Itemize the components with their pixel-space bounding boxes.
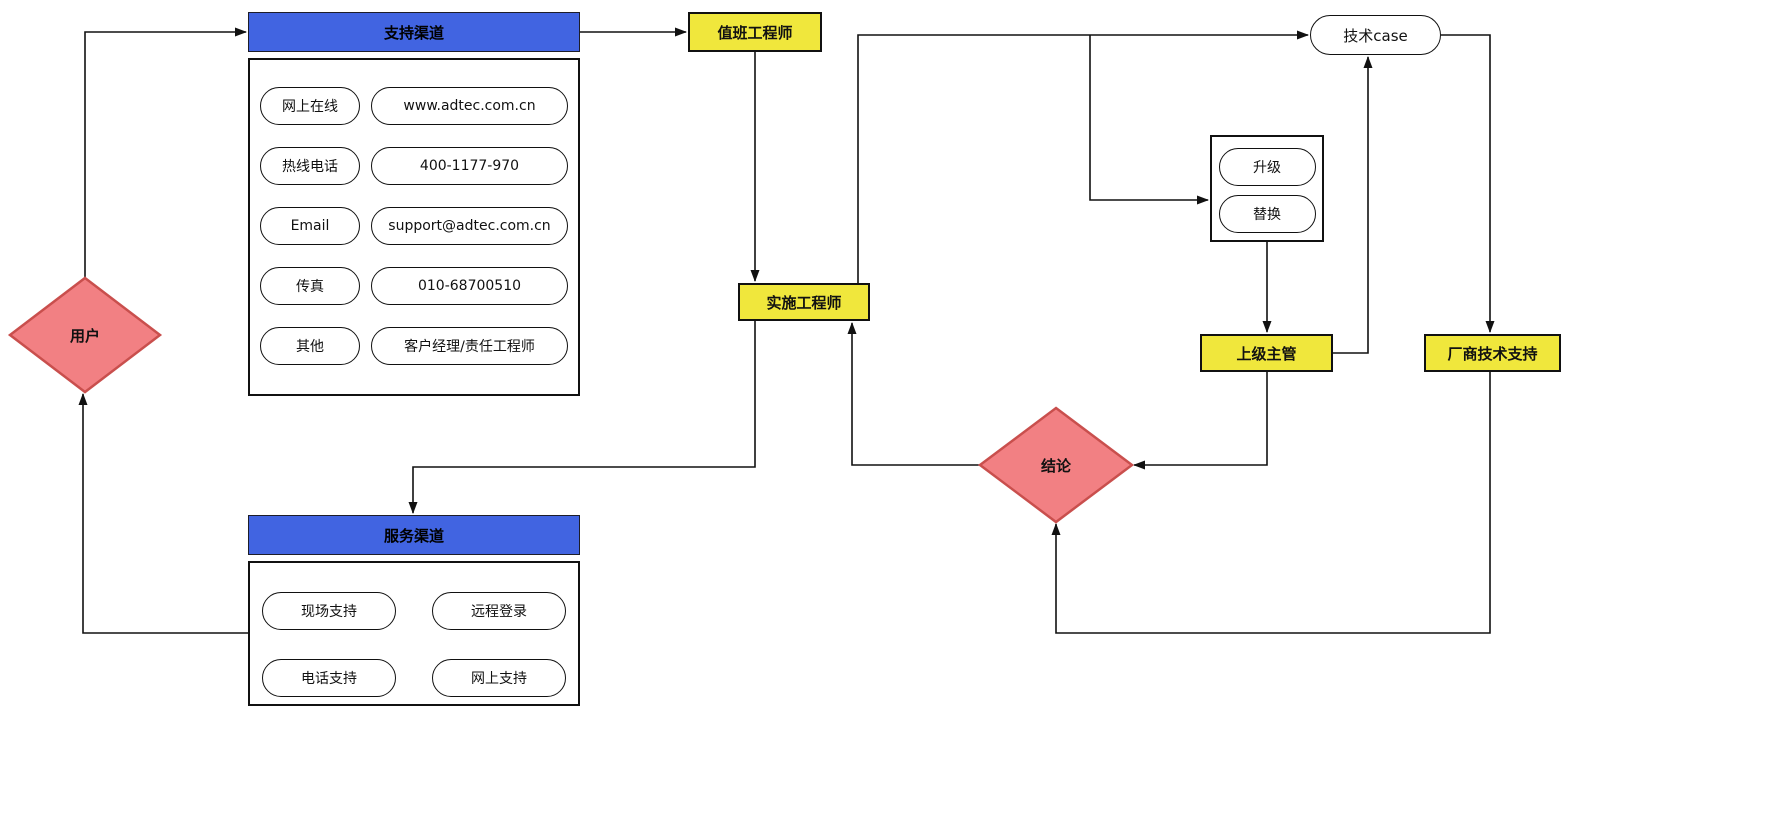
conclusion-node: 结论 <box>1040 456 1071 475</box>
vendor-support-node: 厂商技术支持 <box>1424 334 1561 372</box>
arrow-user-to-support <box>84 27 247 278</box>
channel-value-pill: 客户经理/责任工程师 <box>371 327 568 365</box>
escalation-option-pill: 升级 <box>1218 148 1316 186</box>
arrow-manager-to-conclusion <box>1133 372 1268 470</box>
service-item-pill: 现场支持 <box>262 592 396 630</box>
arrow-techcase-to-vendor <box>1441 34 1495 333</box>
support-row: 其他 客户经理/责任工程师 <box>260 327 568 365</box>
support-row: Email support@adtec.com.cn <box>260 207 568 245</box>
channel-type-pill: 网上在线 <box>260 87 360 125</box>
duty-engineer-node: 值班工程师 <box>688 12 822 52</box>
channel-type-pill: Email <box>260 207 360 245</box>
arrow-service-to-user <box>78 393 248 634</box>
user-diamond <box>7 276 163 394</box>
tech-case-node: 技术case <box>1310 15 1441 55</box>
arrow-impl-to-service <box>408 321 756 514</box>
channel-value-pill: 400-1177-970 <box>371 147 568 185</box>
support-row: 传真 010-68700510 <box>260 267 568 305</box>
service-item-pill: 网上支持 <box>432 658 566 697</box>
service-item-pill: 远程登录 <box>432 592 566 630</box>
arrow-vendor-to-conclusion <box>1051 372 1491 634</box>
channel-value-pill: support@adtec.com.cn <box>371 207 568 245</box>
service-item-pill: 电话支持 <box>262 658 396 697</box>
arrow-manager-to-techcase <box>1333 56 1373 354</box>
implementation-engineer-node: 实施工程师 <box>738 283 870 321</box>
escalation-option-pill: 替换 <box>1218 195 1316 233</box>
channel-type-pill: 传真 <box>260 267 360 305</box>
support-channel-box: 网上在线 www.adtec.com.cn 热线电话 400-1177-970 … <box>248 58 580 396</box>
channel-value-pill: 010-68700510 <box>371 267 568 305</box>
channel-type-pill: 热线电话 <box>260 147 360 185</box>
escalation-box: 升级 替换 <box>1210 135 1324 242</box>
support-channel-header: 支持渠道 <box>248 12 580 52</box>
arrow-branch-to-escalation <box>1089 35 1209 205</box>
channel-value-pill: www.adtec.com.cn <box>371 87 568 125</box>
service-channel-header: 服务渠道 <box>248 515 580 555</box>
conclusion-diamond <box>977 406 1135 524</box>
arrow-impl-to-techcase <box>857 30 1309 283</box>
user-node: 用户 <box>69 326 100 345</box>
arrow-conclusion-to-impl <box>847 322 980 466</box>
support-row: 网上在线 www.adtec.com.cn <box>260 87 568 125</box>
service-channel-box: 现场支持 远程登录 电话支持 网上支持 <box>248 561 580 706</box>
superior-manager-node: 上级主管 <box>1200 334 1333 372</box>
channel-type-pill: 其他 <box>260 327 360 365</box>
support-row: 热线电话 400-1177-970 <box>260 147 568 185</box>
